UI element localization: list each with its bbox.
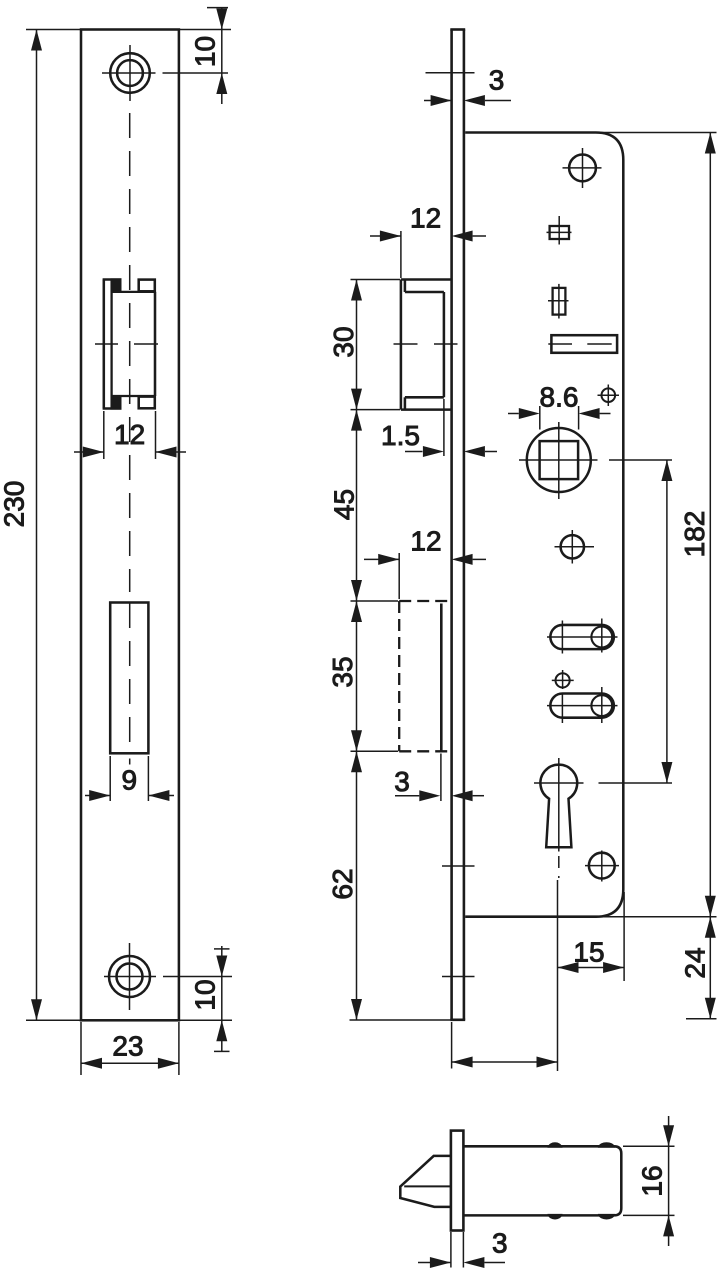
svg-text:3: 3 (492, 1228, 508, 1259)
svg-text:230: 230 (0, 481, 30, 528)
svg-text:9: 9 (122, 765, 138, 796)
svg-text:16: 16 (637, 1165, 668, 1196)
svg-text:30: 30 (328, 326, 359, 357)
svg-text:8.6: 8.6 (540, 382, 579, 413)
svg-text:10: 10 (190, 979, 221, 1010)
svg-text:62: 62 (327, 868, 358, 899)
svg-text:1.5: 1.5 (381, 420, 420, 451)
svg-text:182: 182 (679, 511, 710, 558)
svg-text:12: 12 (410, 526, 441, 557)
svg-text:15: 15 (573, 937, 604, 968)
svg-text:45: 45 (329, 489, 360, 520)
svg-text:23: 23 (112, 1031, 143, 1062)
svg-text:12: 12 (410, 203, 441, 234)
svg-text:10: 10 (190, 36, 221, 67)
svg-text:3: 3 (394, 766, 410, 797)
svg-text:35: 35 (327, 656, 358, 687)
svg-text:12: 12 (114, 419, 145, 450)
svg-text:24: 24 (680, 947, 711, 978)
svg-text:3: 3 (489, 65, 505, 96)
